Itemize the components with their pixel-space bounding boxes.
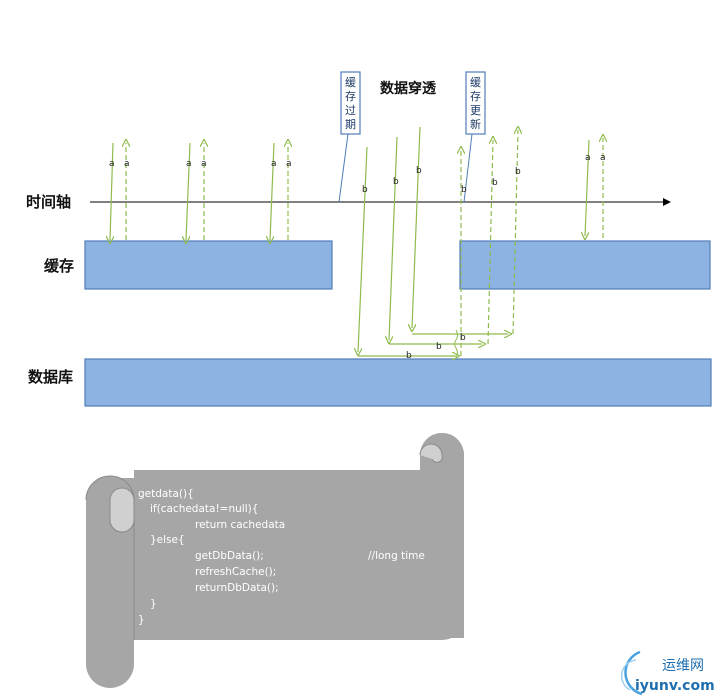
- cache-box-after: [459, 240, 711, 290]
- label-b: b: [460, 333, 466, 343]
- watermark-name: 运维网: [662, 658, 704, 674]
- label-b: b: [436, 342, 442, 352]
- database-label: 数据库: [28, 368, 73, 386]
- note-update-char-1: 缓: [470, 76, 481, 89]
- label-a: a: [286, 159, 292, 169]
- note-update-char-3: 更: [470, 104, 481, 117]
- code-line-4: }else{: [150, 534, 185, 546]
- note-expire-pointer: [338, 133, 349, 203]
- code-line-1: getdata(){: [138, 488, 194, 500]
- return-connector: [454, 329, 458, 358]
- code-line-5: getDbData();: [195, 550, 264, 562]
- label-a: a: [186, 159, 192, 169]
- request-b-1: b b b: [358, 147, 467, 361]
- request-b-2: b b b: [389, 137, 498, 352]
- code-line-9: }: [138, 614, 145, 626]
- code-line-7: returnDbData();: [195, 582, 279, 594]
- request-b-3: b b b: [412, 127, 521, 343]
- label-b: b: [515, 167, 521, 177]
- note-update-char-2: 存: [470, 89, 481, 103]
- code-line-8: }: [150, 598, 157, 610]
- label-b: b: [461, 185, 467, 195]
- watermark-logo-icon: [624, 650, 643, 696]
- request-group-a-1: a a: [109, 143, 130, 240]
- label-b: b: [393, 177, 399, 187]
- label-b: b: [406, 351, 412, 361]
- code-line-6: refreshCache();: [195, 566, 276, 578]
- label-a: a: [271, 159, 277, 169]
- code-comment: //long time: [368, 550, 425, 562]
- note-expire-char-2: 存: [345, 89, 356, 103]
- cache-box-before: [84, 240, 333, 290]
- database-box: [84, 358, 712, 407]
- label-b: b: [362, 185, 368, 195]
- request-group-a-2: a a: [186, 143, 207, 240]
- note-update-char-4: 新: [470, 117, 481, 131]
- note-cache-update: [465, 71, 486, 135]
- cache-label: 缓存: [44, 257, 74, 275]
- code-line-2: if(cachedata!=null){: [150, 503, 258, 515]
- watermark: 运维网 iyunv.com: [620, 650, 715, 696]
- label-b: b: [492, 178, 498, 188]
- label-b: b: [416, 166, 422, 176]
- request-group-a-3: a a: [270, 143, 292, 240]
- label-a: a: [109, 159, 115, 169]
- note-expire-char-3: 过: [345, 104, 356, 117]
- request-group-a-4: a a: [585, 138, 606, 238]
- label-a: a: [585, 153, 591, 163]
- diagram-title: 数据穿透: [380, 80, 437, 97]
- label-a: a: [201, 159, 207, 169]
- label-a: a: [600, 153, 606, 163]
- label-a: a: [124, 159, 130, 169]
- note-update-pointer: [463, 133, 473, 203]
- code-line-3: return cachedata: [195, 519, 285, 531]
- note-expire-char-1: 缓: [345, 76, 356, 89]
- note-expire-char-4: 期: [345, 118, 356, 131]
- code-scroll: getdata(){ if(cachedata!=null){ return c…: [85, 433, 464, 688]
- watermark-url: iyunv.com: [635, 678, 715, 694]
- timeline-label: 时间轴: [26, 193, 71, 211]
- note-cache-expire: [340, 71, 361, 135]
